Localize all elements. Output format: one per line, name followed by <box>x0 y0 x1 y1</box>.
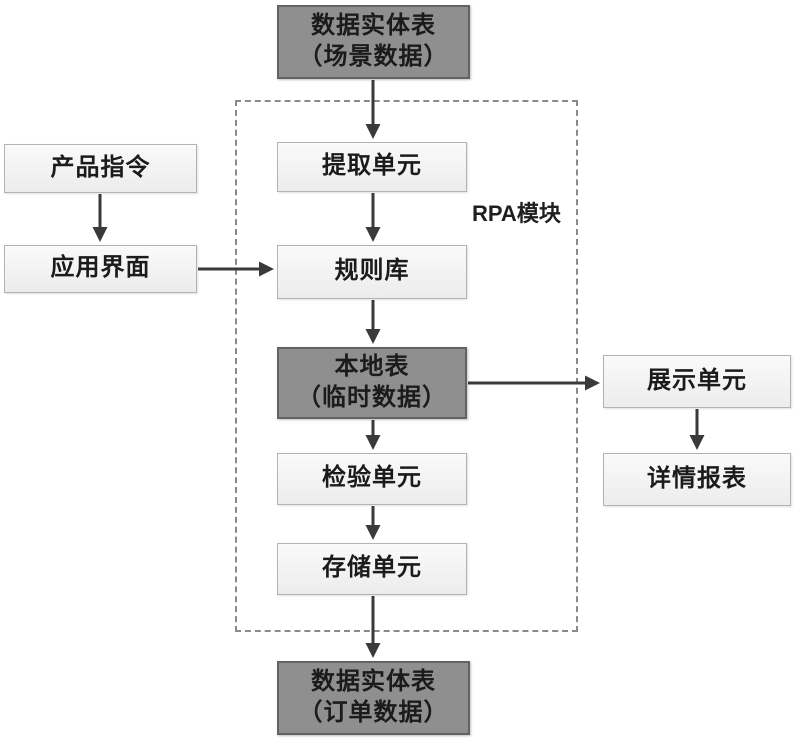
node-check-unit: 检验单元 <box>277 453 467 505</box>
node-label-line: 数据实体表 <box>311 12 436 39</box>
node-label-line: 本地表 <box>334 353 410 380</box>
node-rule-base: 规则库 <box>277 245 467 299</box>
node-label: 规则库 <box>334 258 410 285</box>
node-label-line: （临时数据） <box>297 385 447 411</box>
node-display-unit: 展示单元 <box>603 355 791 408</box>
node-label: 产品指令 <box>50 154 151 181</box>
node-data-entity-table-scene: 数据实体表 （场景数据） <box>277 5 470 79</box>
node-label: 检验单元 <box>322 465 422 492</box>
node-label: 详情报表 <box>647 465 747 492</box>
node-label-line: 数据实体表 <box>311 668 436 695</box>
node-label: 提取单元 <box>322 153 422 180</box>
node-detail-report: 详情报表 <box>603 453 791 506</box>
node-product-instruction: 产品指令 <box>4 144 197 193</box>
node-label-line: （场景数据） <box>298 44 449 70</box>
node-local-table-temp: 本地表 （临时数据） <box>277 347 467 419</box>
node-extract-unit: 提取单元 <box>277 142 467 192</box>
node-label: 应用界面 <box>50 255 151 282</box>
node-data-entity-table-order: 数据实体表 （订单数据） <box>277 661 470 735</box>
node-store-unit: 存储单元 <box>277 543 467 595</box>
node-application-interface: 应用界面 <box>4 245 197 293</box>
node-label: 存储单元 <box>322 555 422 582</box>
node-label-line: （订单数据） <box>298 700 449 726</box>
rpa-module-frame <box>235 100 578 632</box>
rpa-module-label: RPA模块 <box>472 201 561 226</box>
node-label: 展示单元 <box>647 367 747 394</box>
